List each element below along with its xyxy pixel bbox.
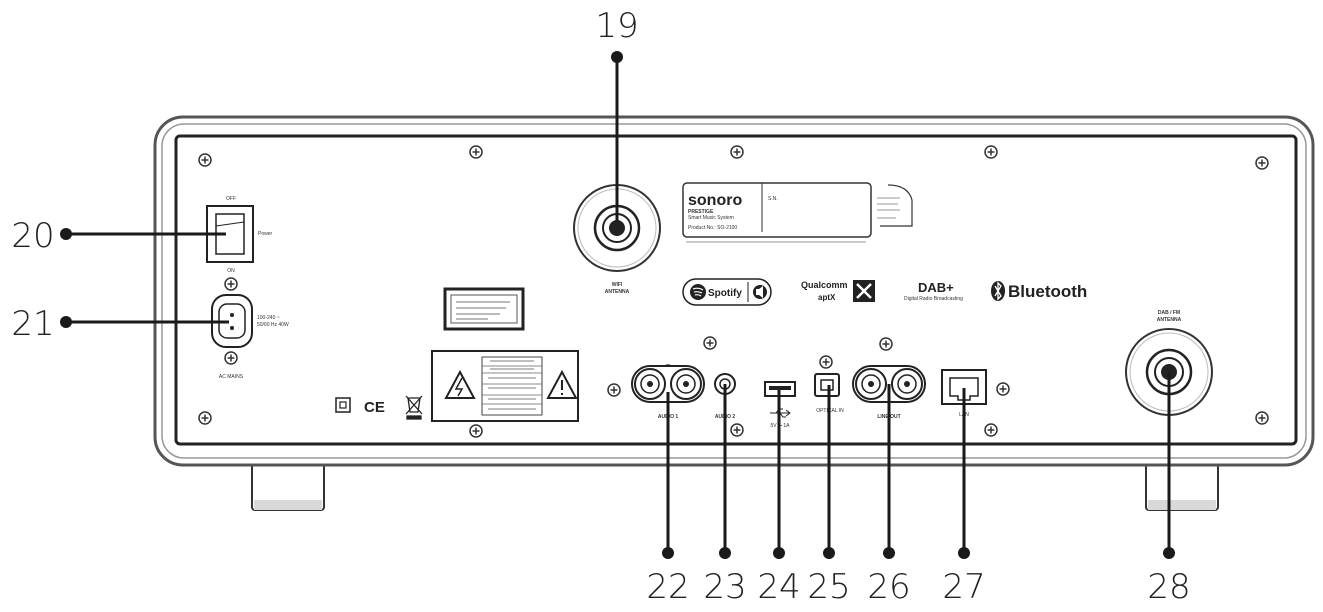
bluetooth-logo: Bluetooth bbox=[991, 281, 1087, 301]
high-voltage-warning-icon bbox=[444, 369, 476, 399]
ac-mains-socket[interactable]: 100-240 ~ 50/60 Hz 40W AC MAINS bbox=[211, 294, 289, 380]
product-subtitle: Smart Music System bbox=[688, 215, 734, 221]
power-on-label: ON bbox=[227, 268, 235, 274]
wifi-antenna-label-2: ANTENNA bbox=[605, 289, 630, 295]
product-number: Product No.: SO-2100 bbox=[688, 225, 737, 231]
callout-25: 25 bbox=[807, 567, 850, 607]
brand-logo: sonoro bbox=[688, 192, 742, 209]
bluetooth-label: Bluetooth bbox=[1008, 282, 1087, 301]
callout-27: 27 bbox=[942, 567, 985, 607]
callout-26: 26 bbox=[867, 567, 910, 607]
line-out-rca-jacks[interactable]: LINE OUT bbox=[852, 365, 926, 420]
qualcomm-label: Qualcomm bbox=[801, 280, 848, 290]
callout-28: 28 bbox=[1147, 567, 1190, 607]
callout-20: 20 bbox=[11, 216, 54, 256]
spotify-badge: Spotify bbox=[682, 278, 772, 306]
power-off-label: OFF bbox=[226, 196, 236, 202]
speaker-icon bbox=[753, 285, 767, 299]
weee-icon bbox=[405, 395, 423, 420]
dab-antenna-label: DAB / FM bbox=[1158, 310, 1180, 316]
callout-19: 19 bbox=[595, 6, 638, 46]
power-label: Power bbox=[258, 231, 273, 237]
callout-23: 23 bbox=[703, 567, 746, 607]
spotify-label: Spotify bbox=[708, 288, 742, 299]
device-feet bbox=[251, 461, 1219, 511]
serial-number-label: S.N. bbox=[768, 196, 778, 202]
product-model: PRESTIGE bbox=[688, 209, 714, 215]
wifi-antenna-label: WIFI bbox=[612, 282, 623, 288]
dab-plus-logo: DAB+ Digital Radio Broadcasting bbox=[904, 280, 963, 302]
rating-label-plate bbox=[443, 287, 525, 331]
aptx-label: aptX bbox=[818, 293, 836, 302]
certification-marks: CE bbox=[335, 395, 423, 420]
ac-rating-label: 100-240 ~ bbox=[257, 315, 280, 321]
qualcomm-aptx-logo: Qualcomm aptX bbox=[801, 280, 875, 302]
bluetooth-icon bbox=[991, 281, 1005, 301]
callout-leaders bbox=[60, 51, 1175, 559]
ce-mark: CE bbox=[364, 399, 385, 416]
callout-22: 22 bbox=[646, 567, 689, 607]
dab-plus-subtitle: Digital Radio Broadcasting bbox=[904, 296, 963, 302]
ac-rating2-label: 50/60 Hz 40W bbox=[257, 322, 289, 328]
warning-label bbox=[431, 350, 579, 422]
callout-21: 21 bbox=[11, 304, 54, 344]
dab-antenna-label-2: ANTENNA bbox=[1157, 317, 1182, 323]
product-label: sonoro PRESTIGE Smart Music System Produ… bbox=[682, 182, 913, 243]
ac-mains-label: AC MAINS bbox=[219, 374, 244, 380]
callout-24: 24 bbox=[757, 567, 800, 607]
dab-plus-label: DAB+ bbox=[918, 280, 954, 295]
